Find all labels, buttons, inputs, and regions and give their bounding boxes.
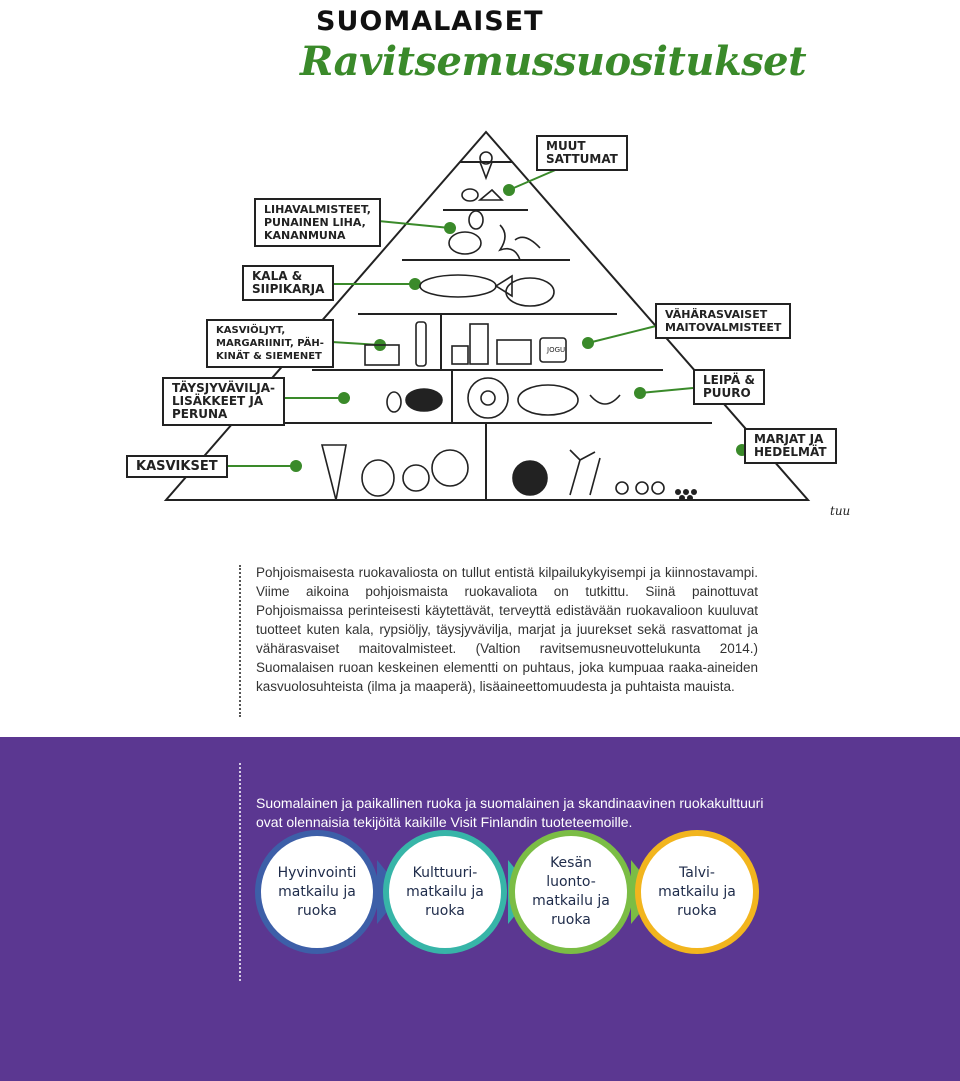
label-lihavalmisteet: LIHAVALMISTEET, PUNAINEN LIHA, KANANMUNA [254,198,381,247]
ice-cream-scoop-icon [479,151,493,165]
label-kasvikset: KASVIKSET [126,455,228,478]
purple-section: Suomalainen ja paikallinen ruoka ja suom… [0,737,960,1081]
intro-paragraph: Pohjoismaisesta ruokavaliosta on tullut … [256,565,758,694]
fish-icon [419,274,497,298]
potato-small-icon [386,391,402,413]
fish-tail-icon [494,274,513,298]
berry-icon [615,481,629,495]
porridge-bowl-icon [589,394,621,405]
theme-kulttuuri: Kulttuuri- matkailu ja ruoka [383,830,507,954]
label-kasviooljyt: KASVIÖLJYT, MARGARIINIT, PÄH- KINÄT & SI… [206,319,334,368]
apple-icon [512,460,548,496]
bread-ring-icon [467,377,509,419]
cheese-icon [496,339,532,365]
label-maitovalmisteet: VÄHÄRASVAISET MAITOVALMISTEET [655,303,792,339]
bread-loaf-icon [517,384,579,416]
theme-hyvinvointi: Hyvinvointi matkailu ja ruoka [255,830,379,954]
theme-talvi: Talvi- matkailu ja ruoka [635,830,759,954]
label-taysjyvavilja: TÄYSJYVÄVILJA- LISÄKKEET JA PERUNA [162,377,285,426]
main-title: Ravitsemussuositukset [300,38,807,85]
chicken-icon [505,277,555,307]
top-title: SUOMALAISET [316,6,544,37]
sausage-icon [498,224,521,261]
label-leipa-puuro: LEIPÄ & PUURO [693,369,765,405]
cauliflower-icon [431,449,469,487]
tomato-icon [402,464,430,492]
label-marjat-hedelmat: MARJAT JA HEDELMÄT [744,428,837,464]
potato-icon [405,388,443,412]
dotted-divider-purple [239,763,241,981]
jogurt-label: JOGU [546,346,565,354]
label-kala-siipikarja: KALA & SIIPIKARJA [242,265,335,301]
purple-paragraph: Suomalainen ja paikallinen ruoka ja suom… [256,795,764,830]
milk-carton-icon [469,323,489,365]
blueberries-icon [675,489,697,501]
food-illustrations [320,151,697,501]
pie-slice-icon [477,188,504,201]
ham-icon [448,231,482,255]
oil-bottle-icon [415,321,427,367]
glass-icon [451,345,469,365]
dotted-divider-intro [239,565,241,717]
sausage-icon-2 [514,236,541,249]
egg-icon [468,210,484,230]
pot-icon [364,344,400,366]
theme-kesan-luonto: Kesän luonto- matkailu ja ruoka [509,830,633,954]
label-muut-sattumat: MUUT SATTUMAT [536,135,628,171]
artist-signature: tuu [830,504,851,518]
cake-icon [461,188,479,202]
onion-icon [361,459,395,497]
yogurt-icon [539,337,567,363]
carrot-icon [320,444,347,501]
food-pyramid: JOGU [163,130,811,501]
ice-cream-icon [478,161,494,181]
berry-branch-icon [569,449,601,496]
